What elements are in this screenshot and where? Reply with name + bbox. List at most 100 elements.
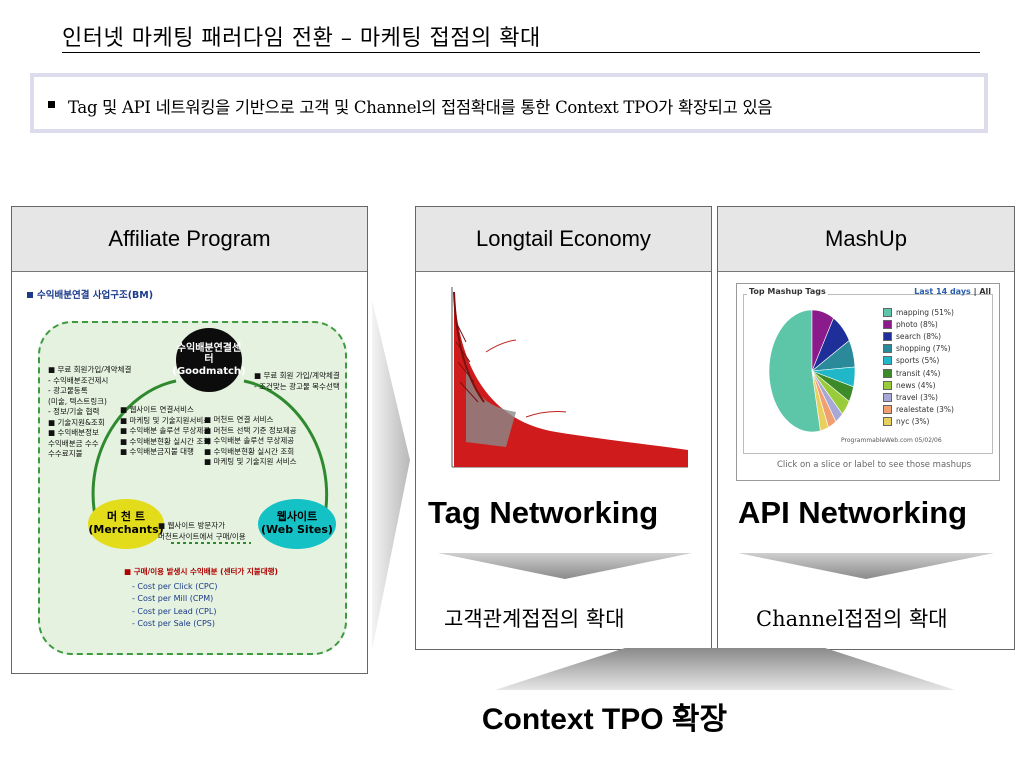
legend-item[interactable]: transit (4%) xyxy=(883,367,954,379)
note-line: ■ 수익배분 솔루션 무상제공 xyxy=(204,436,295,445)
customer-touchpoint-text: 고객관계접점의 확대 xyxy=(444,607,625,631)
pie-chart[interactable] xyxy=(767,308,857,434)
legend-label: transit (4%) xyxy=(896,368,941,378)
conclusion-label: Context TPO 확장 xyxy=(481,703,728,736)
legend-item[interactable]: shopping (7%) xyxy=(883,343,954,355)
websites-line2: (Web Sites) xyxy=(261,523,333,536)
websites-line1: 웹사이트 xyxy=(276,510,318,524)
legend-swatch xyxy=(883,331,892,341)
affiliate-caption: 수익배분연결 사업구조(BM) xyxy=(27,287,153,301)
merchants-line2: (Merchants) xyxy=(88,523,164,536)
note-line: ■ 수익배분정보 xyxy=(48,428,99,437)
pricing-item: - Cost per Mill (CPM) xyxy=(132,594,214,604)
note-line: ■ 마케팅 및 기술지원 서비스 xyxy=(204,457,297,466)
note-line: ■ 무료 회원 가입/계약체결 xyxy=(254,371,340,380)
summary-box: Tag 및 API 네트워킹을 기반으로 고객 및 Channel의 접점확대를… xyxy=(30,73,988,133)
legend-item[interactable]: photo (8%) xyxy=(883,318,954,330)
legend-label: shopping (7%) xyxy=(896,344,951,354)
note-line: ■ 웹사이트 연결서비스 xyxy=(120,405,194,414)
note-line: - 정보/기술 협력 xyxy=(48,407,100,416)
legend-label: travel (3%) xyxy=(896,392,938,402)
pricing-item: - Cost per Click (CPC) xyxy=(132,582,218,591)
title-divider xyxy=(62,52,980,53)
chart-legend: mapping (51%) photo (8%) search (8%) shoppi… xyxy=(883,306,954,428)
legend-label: sports (5%) xyxy=(896,356,940,366)
conclusion-text: Context TPO 확장 xyxy=(0,694,1024,738)
note-line: - 조건맞는 광고물 복수선택 xyxy=(254,381,340,391)
pie-slice-0[interactable] xyxy=(768,309,821,433)
panel-header-longtail: Longtail Economy xyxy=(416,207,711,272)
note-line: - 광고물등록 xyxy=(48,386,88,395)
pricing-item: - Cost per Lead (CPL) xyxy=(132,606,217,616)
panel-longtail-economy: Longtail Economy Tag Networking 고객관계접점의 … xyxy=(415,206,712,650)
legend-swatch xyxy=(883,368,892,378)
summary-text: Tag 및 API 네트워킹을 기반으로 고객 및 Channel의 접점확대를… xyxy=(68,98,773,117)
pricing-list: - Cost per Click (CPC) - Cost per Mill (… xyxy=(132,581,217,631)
legend-swatch xyxy=(883,344,892,354)
affiliate-caption-text: 수익배분연결 사업구조(BM) xyxy=(37,290,154,301)
affiliate-diagram: 수익배분연결 사업구조(BM) 수익배분연결센터 (Goodmatch) 머 천… xyxy=(27,287,353,655)
legend-item[interactable]: search (8%) xyxy=(883,330,954,342)
legend-swatch xyxy=(883,417,892,427)
slide-title: 인터넷 마케팅 패러다임 전환 – 마케팅 접점의 확대 xyxy=(62,26,541,51)
link-separator: | xyxy=(970,287,980,296)
note-line: 머천트사이트에서 구매/이용 xyxy=(158,531,246,541)
note-line: ■ 수익배분 솔루션 무상제공 xyxy=(120,426,211,435)
pie-slice-9[interactable] xyxy=(811,370,829,432)
chart-period-links: Last 14 days | All xyxy=(914,287,991,296)
legend-item[interactable]: travel (3%) xyxy=(883,391,954,403)
websites-bubble: 웹사이트 (Web Sites) xyxy=(258,499,336,549)
pricing-title: ■ 구매/이용 발생시 수익배분 (센터가 지불대행) xyxy=(124,567,278,576)
legend-item[interactable]: realestate (3%) xyxy=(883,404,954,416)
legend-swatch xyxy=(883,405,892,415)
legend-swatch xyxy=(883,307,892,317)
tag-networking-label: Tag Networking xyxy=(428,495,659,530)
note-line: 수수료지불 xyxy=(48,449,83,458)
affiliate-frame: 수익배분연결센터 (Goodmatch) 머 천 트 (Merchants) 웹… xyxy=(38,321,347,655)
panel-header-mashup: MashUp xyxy=(718,207,1014,272)
note-line: ■ 마케팅 및 기술지원서비스 xyxy=(120,415,211,425)
legend-swatch xyxy=(883,392,892,402)
note-line: ■ 머천트 연결 서비스 xyxy=(204,415,274,424)
mashup-tags-chart: Top Mashup Tags Last 14 days | All mappi… xyxy=(736,283,1000,481)
notes-right: ■ 머천트 연결 서비스 ■ 머천트 선택 기준 정보제공 ■ 수익배분 솔루션… xyxy=(204,415,297,468)
notes-mid: ■ 웹사이트 연결서비스 ■ 마케팅 및 기술지원서비스 ■ 수익배분 솔루션 … xyxy=(120,405,210,458)
note-line: ■ 수익배분현황 실시간 조회 xyxy=(204,446,295,456)
legend-item[interactable]: nyc (3%) xyxy=(883,416,954,428)
legend-label: mapping (51%) xyxy=(896,307,954,317)
chart-title: Top Mashup Tags xyxy=(747,287,828,296)
note-line: ■ 무료 회원가입/계약체결 xyxy=(48,365,132,374)
legend-item[interactable]: mapping (51%) xyxy=(883,306,954,318)
notes-bottom-mid: ■ 웹사이트 방문자가 머천트사이트에서 구매/이용 xyxy=(158,521,246,542)
legend-label: photo (8%) xyxy=(896,319,938,329)
last-14-days-link[interactable]: Last 14 days xyxy=(914,287,971,296)
note-line: ■ 머천트 선택 기준 정보제공 xyxy=(204,425,297,435)
center-bubble: 수익배분연결센터 (Goodmatch) xyxy=(172,328,246,392)
all-link[interactable]: All xyxy=(979,287,991,296)
panel-mashup: MashUp Top Mashup Tags Last 14 days | Al… xyxy=(717,206,1015,650)
legend-label: search (8%) xyxy=(896,331,942,341)
note-line: ■ 기술지원&조회 xyxy=(48,417,105,427)
note-line: ■ 웹사이트 방문자가 xyxy=(158,521,226,530)
center-bubble-line2: (Goodmatch) xyxy=(172,365,246,377)
legend-item[interactable]: sports (5%) xyxy=(883,355,954,367)
panel-affiliate-program: Affiliate Program 수익배분연결 사업구조(BM) 수익배분연결… xyxy=(11,206,368,674)
center-bubble-line1: 수익배분연결센터 xyxy=(176,342,242,366)
down-arrow-icon xyxy=(738,553,994,579)
legend-label: realestate (3%) xyxy=(896,405,954,415)
legend-item[interactable]: news (4%) xyxy=(883,379,954,391)
notes-left: ■ 무료 회원가입/계약체결 - 수익배분조건제시 - 광고물등록 (미술, 텍… xyxy=(48,365,131,460)
legend-swatch xyxy=(883,380,892,390)
chevron-right-icon xyxy=(372,300,410,650)
longtail-curve-sketch xyxy=(451,287,688,468)
chart-frame xyxy=(743,294,993,454)
note-line: ■ 수익배분금지불 대행 xyxy=(120,447,194,456)
notes-right-top: ■ 무료 회원 가입/계약체결 - 조건맞는 광고물 복수선택 xyxy=(254,371,340,392)
note-line: (미술, 텍스트링크) xyxy=(48,396,107,406)
down-arrow-icon xyxy=(438,553,692,579)
legend-swatch xyxy=(883,356,892,366)
note-line: 수익배분금 수수 xyxy=(48,438,99,448)
chart-footer: Click on a slice or label to see those m… xyxy=(777,460,972,470)
panel-header-affiliate: Affiliate Program xyxy=(12,207,367,272)
bullet-square-icon xyxy=(48,101,55,108)
